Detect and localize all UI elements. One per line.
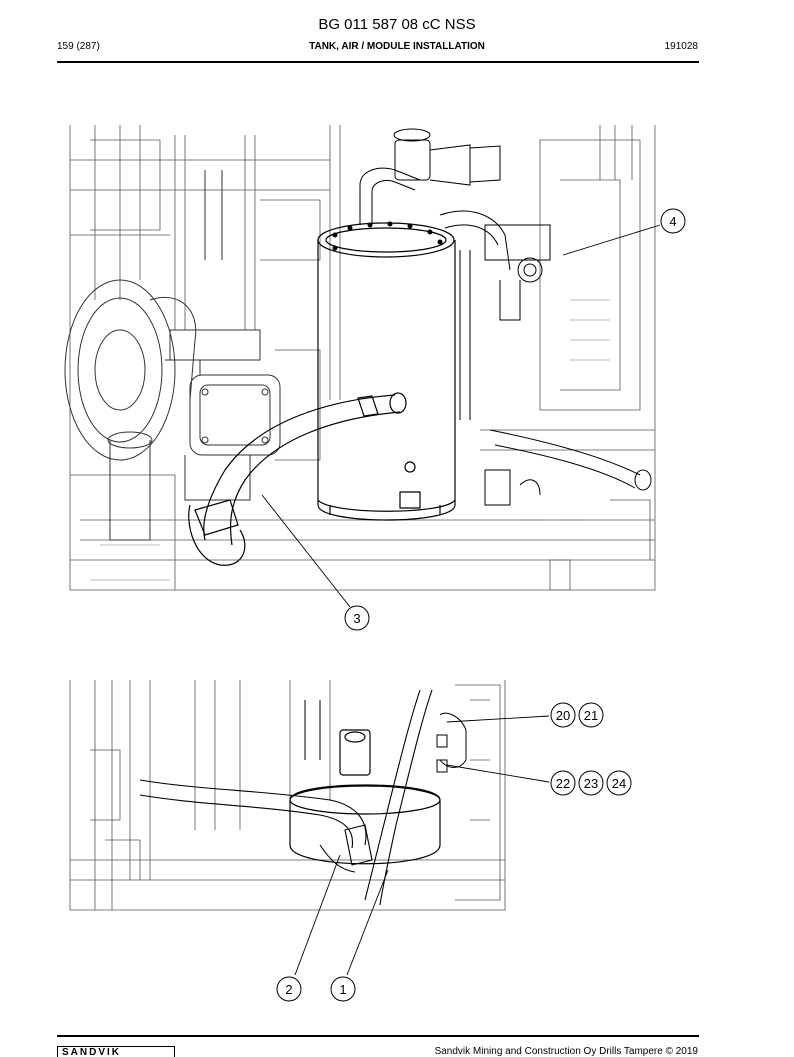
callout-label-4: 4: [669, 214, 676, 229]
callout-label-24: 24: [612, 776, 626, 791]
callout-circle-4: [660, 208, 686, 234]
callout-circle-20: [550, 702, 576, 728]
date-code: 191028: [664, 41, 698, 52]
callout-circle-24: [606, 770, 632, 796]
document-id: BG 011 587 08 cC NSS: [318, 16, 476, 33]
callout-label-22: 22: [556, 776, 570, 791]
callout-label-23: 23: [584, 776, 598, 791]
callout-circle-22: [550, 770, 576, 796]
callout-circle-23: [578, 770, 604, 796]
section-title: TANK, AIR / MODULE INSTALLATION: [309, 41, 485, 52]
copyright-text: Sandvik Mining and Construction Oy Drill…: [434, 1046, 698, 1057]
callout-label-2: 2: [285, 982, 292, 997]
callout-circle-2: [276, 976, 302, 1002]
callout-label-20: 20: [556, 708, 570, 723]
callout-circle-21: [578, 702, 604, 728]
sandvik-logo: SANDVIK: [57, 1046, 175, 1057]
callout-circle-3: [344, 605, 370, 631]
callout-label-1: 1: [339, 982, 346, 997]
upper-view: [64, 125, 661, 608]
header-rule: [57, 61, 699, 63]
callout-circle-1: [330, 976, 356, 1002]
page-number: 159 (287): [57, 41, 100, 52]
lower-view: [69, 680, 550, 976]
footer-rule: [57, 1035, 699, 1037]
callout-label-3: 3: [353, 611, 360, 626]
callout-label-21: 21: [584, 708, 598, 723]
